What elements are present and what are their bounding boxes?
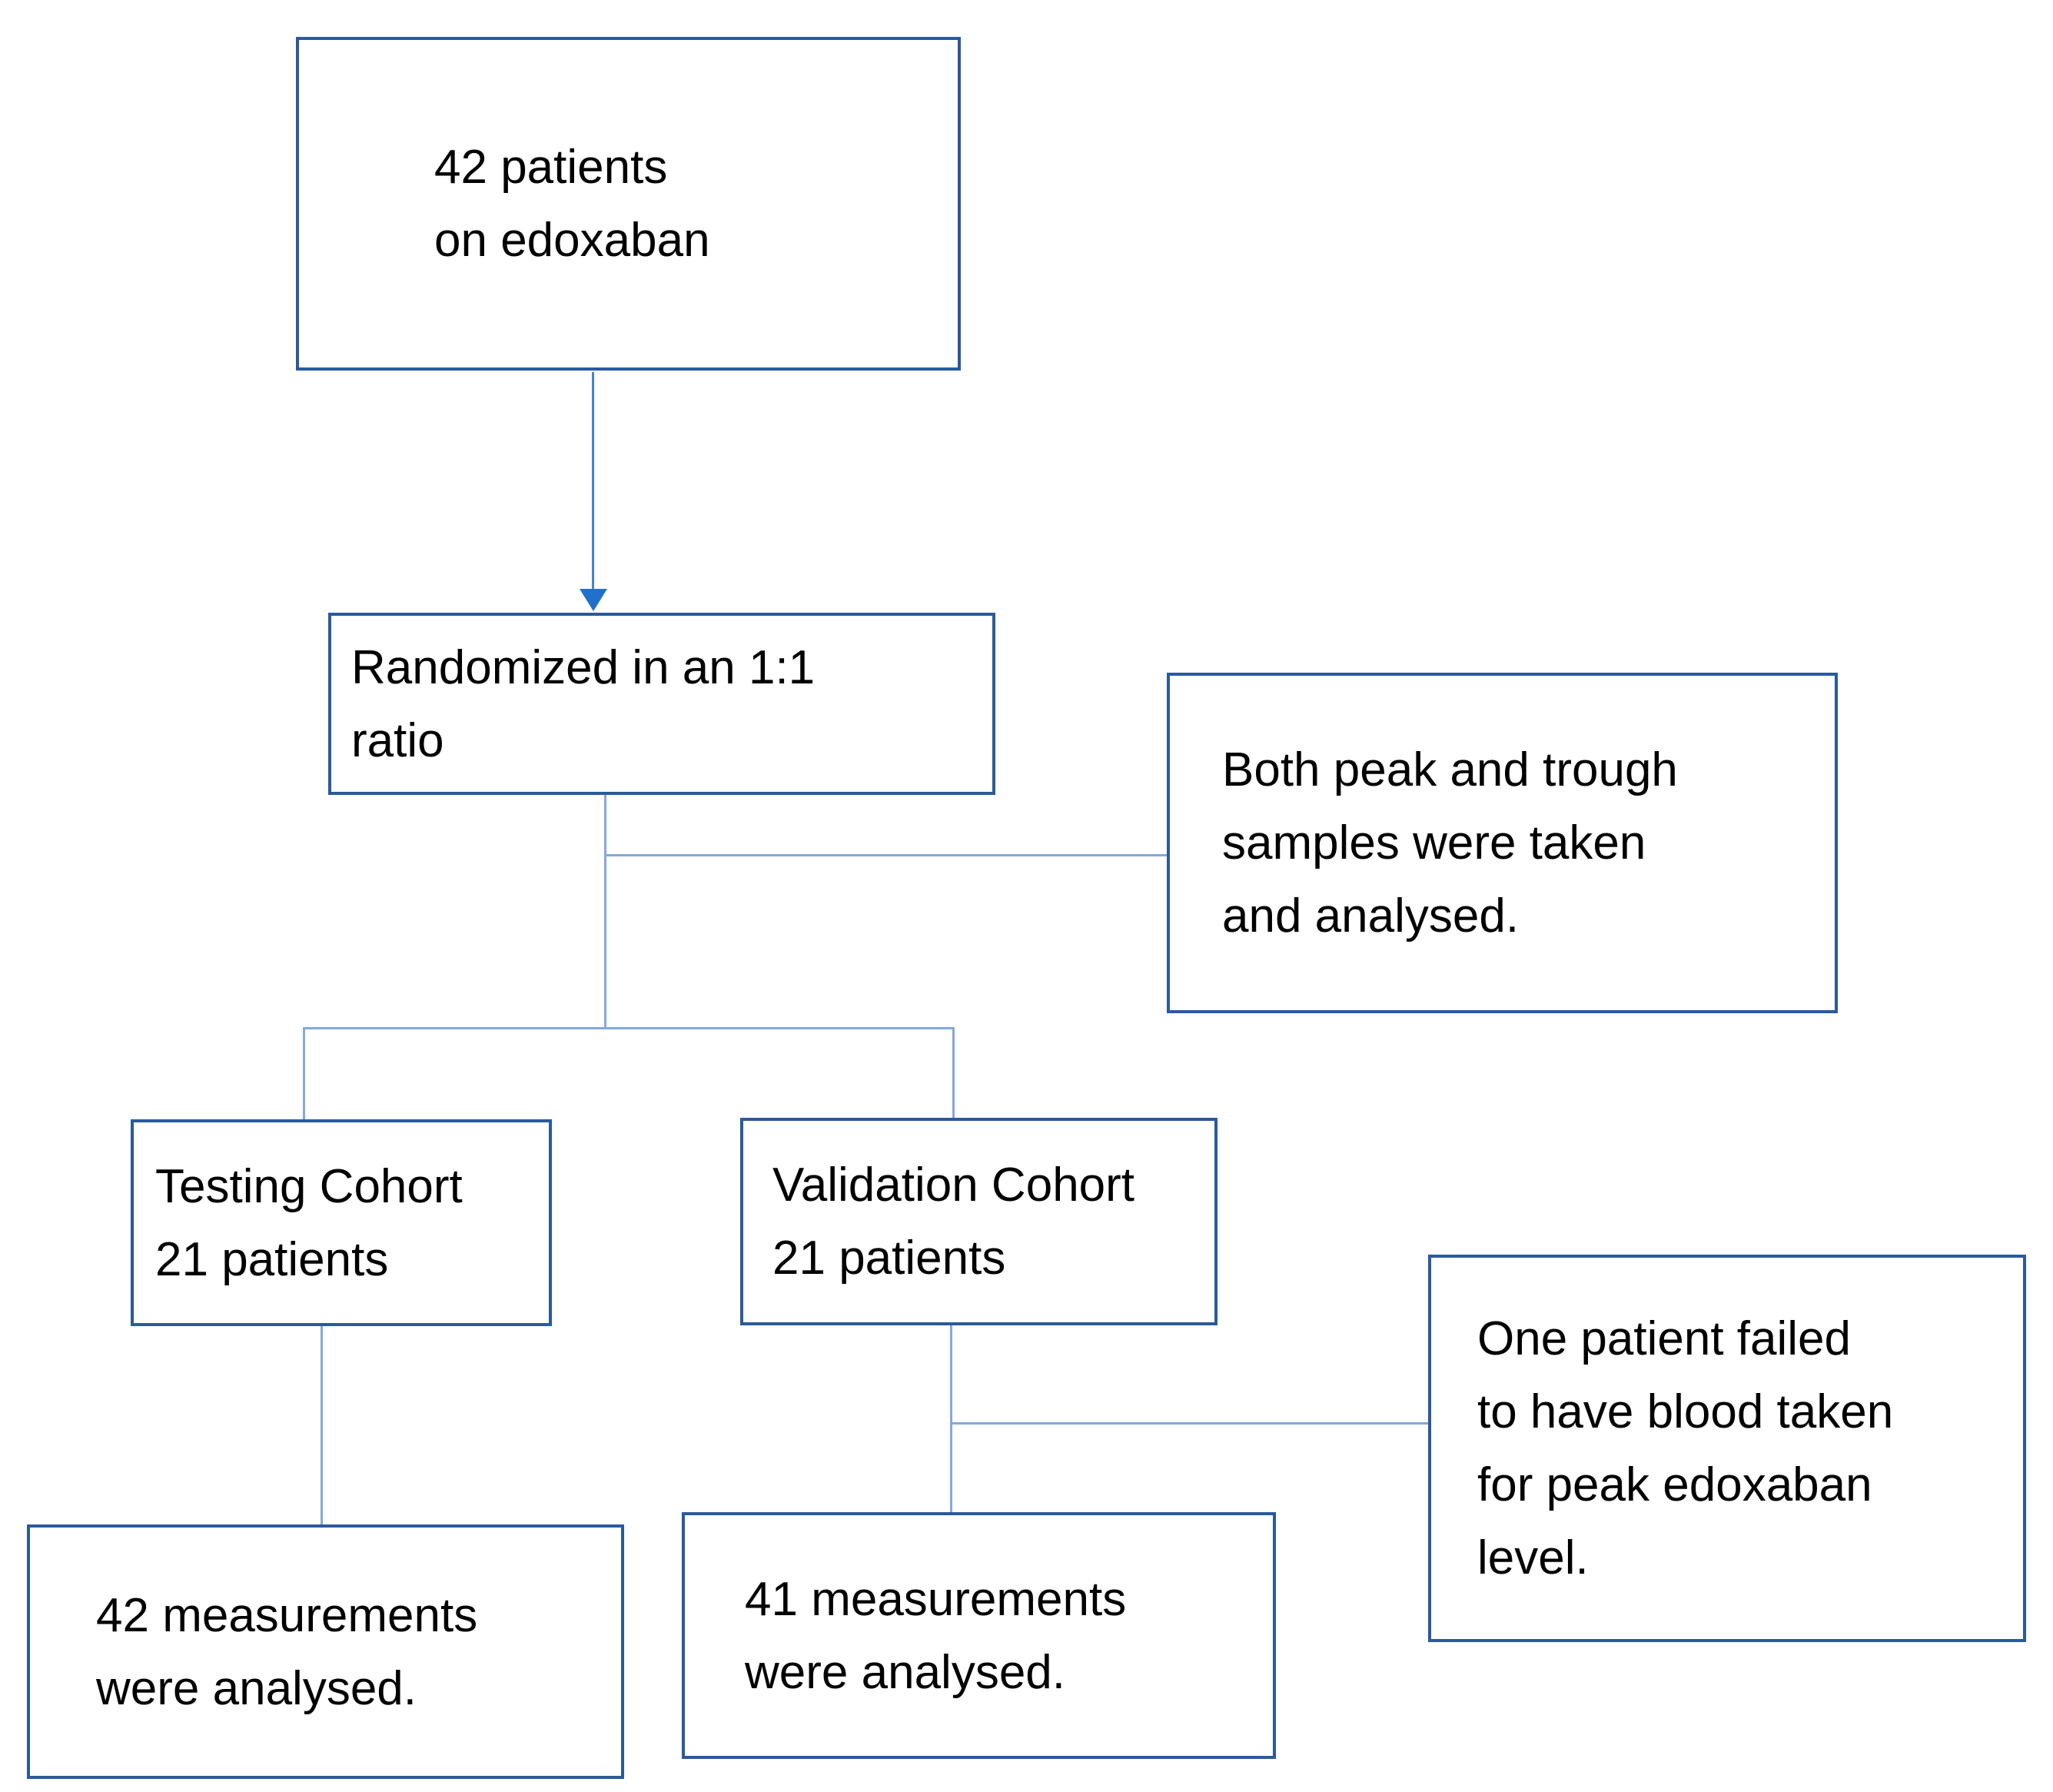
node-text-line: 21 patients — [155, 1232, 389, 1286]
node-text-line: Validation Cohort — [772, 1159, 1135, 1212]
node-text-line: samples were taken — [1222, 816, 1646, 869]
arrow-down-icon — [580, 589, 607, 611]
node-randomized: Randomized in an 1:1 ratio — [328, 613, 995, 795]
connector-to-testing — [303, 1027, 305, 1121]
node-missed-sample-note: One patient failed to have blood taken f… — [1428, 1255, 2026, 1642]
node-validation-measurements: 41 measurements were analysed. — [682, 1512, 1276, 1759]
node-text-line: 42 patients — [434, 141, 668, 194]
node-text-line: to have blood taken — [1477, 1385, 1894, 1438]
node-testing-cohort: Testing Cohort 21 patients — [131, 1119, 552, 1326]
node-text-line: and analysed. — [1222, 889, 1520, 943]
node-text-line: ratio — [351, 713, 444, 767]
node-text-line: Both peak and trough — [1222, 743, 1678, 796]
connector-to-missed-note — [951, 1422, 1430, 1425]
node-text-line: level. — [1477, 1531, 1589, 1584]
node-text-line: Randomized in an 1:1 — [351, 640, 816, 694]
connector-split-horizontal — [303, 1027, 955, 1029]
node-testing-measurements: 42 measurements were analysed. — [27, 1524, 624, 1779]
node-validation-cohort: Validation Cohort 21 patients — [740, 1118, 1218, 1325]
node-text-line: were analysed. — [745, 1645, 1066, 1699]
connector-to-validation — [952, 1027, 955, 1119]
node-enrolled-patients: 42 patients on edoxaban — [296, 37, 961, 371]
connector-randomized-down — [604, 795, 606, 1029]
connector-validation-to-result — [950, 1324, 952, 1514]
node-samples-note: Both peak and trough samples were taken … — [1167, 673, 1838, 1013]
node-text-line: were analysed. — [96, 1661, 417, 1715]
node-text-line: Testing Cohort — [155, 1159, 463, 1213]
node-text-line: 21 patients — [772, 1232, 1006, 1285]
node-text-line: 41 measurements — [745, 1572, 1127, 1626]
connector-enrolled-to-randomized — [592, 372, 594, 590]
node-text-line: for peak edoxaban — [1477, 1458, 1872, 1511]
node-text-line: One patient failed — [1477, 1312, 1852, 1365]
connector-testing-to-result — [321, 1325, 323, 1526]
node-text-line: on edoxaban — [434, 214, 710, 267]
connector-to-samples-note — [604, 854, 1167, 856]
node-text-line: 42 measurements — [96, 1588, 478, 1642]
